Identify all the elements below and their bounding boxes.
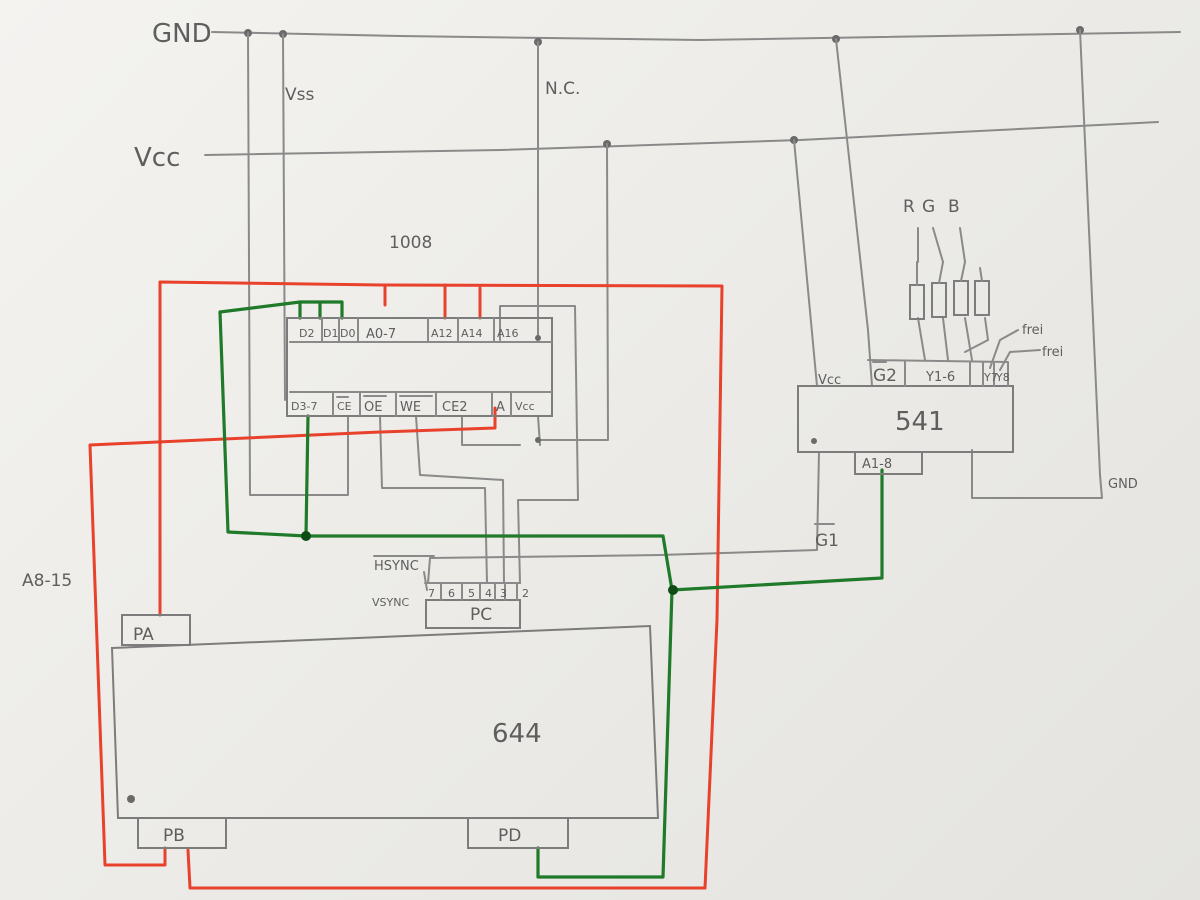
hsync-overbar <box>373 555 435 591</box>
pc-pin-2: 2 <box>522 587 529 600</box>
buffer-y7-label: Y7 <box>983 371 998 384</box>
resistor-g-label: G <box>922 197 935 217</box>
buffer-g2-label: G2 <box>873 366 897 386</box>
vcc-label: Vcc <box>134 143 180 173</box>
ram-chip-1008 <box>286 317 553 443</box>
gnd-right-label: GND <box>1108 477 1138 492</box>
ram-top-pin-labels: D2 D1 D0 A0-7 A12 A14 A16 <box>299 327 519 342</box>
pin-d3-7: D3-7 <box>291 400 317 413</box>
port-pd-label: PD <box>498 826 521 846</box>
green-data-bus <box>218 300 884 879</box>
pc-pin-numbers: 7 6 5 4 3 2 <box>428 587 529 600</box>
pin-oe: OE <box>364 400 382 415</box>
pin-vcc-ram: Vcc <box>515 400 535 413</box>
port-pa-label: PA <box>133 625 154 645</box>
mcu-chip-644 <box>110 582 660 849</box>
pc-pin-3: 3 <box>500 587 507 600</box>
hsync-label: HSYNC <box>374 559 419 574</box>
pin-we: WE <box>400 400 421 415</box>
gnd-rail <box>211 26 1181 46</box>
buffer-a1-8-label: A1-8 <box>862 457 892 472</box>
ram-bottom-pin-labels: D3-7 CE OE WE CE2 A Vcc <box>291 395 535 415</box>
pc-pin-4: 4 <box>485 587 492 600</box>
bus-label-a8-15: A8-15 <box>22 571 72 591</box>
pin-ce2: CE2 <box>442 400 468 415</box>
pin-a12: A12 <box>431 327 453 340</box>
buffer-vcc-label: Vcc <box>818 373 841 388</box>
mcu-name-label: 644 <box>492 719 542 749</box>
free-label-2: frei <box>1042 345 1063 360</box>
red-address-bus <box>88 280 724 890</box>
pin-ce: CE <box>337 400 352 413</box>
pin-d1: D1 <box>323 327 338 340</box>
pc-pin-6: 6 <box>448 587 455 600</box>
pin-d0: D0 <box>340 327 355 340</box>
pin-a14: A14 <box>461 327 483 340</box>
resistor-r-label: R <box>903 197 915 217</box>
buffer-y1-6-label: Y1-6 <box>925 370 955 385</box>
port-pb-label: PB <box>163 826 185 846</box>
vcc-rail <box>204 121 1159 156</box>
vss-label: Vss <box>285 85 314 105</box>
resistor-b-label: B <box>948 197 960 217</box>
port-pc-label: PC <box>470 605 492 625</box>
pin-a0-7: A0-7 <box>366 327 396 342</box>
pin-d2: D2 <box>299 327 314 340</box>
pin-a: A <box>496 400 505 415</box>
pin-a16: A16 <box>497 327 519 340</box>
pc-pin-5: 5 <box>468 587 475 600</box>
free-label-1: frei <box>1022 323 1043 338</box>
buffer-name-label: 541 <box>895 407 945 437</box>
nc-label: N.C. <box>545 79 580 99</box>
resistor-network <box>909 261 990 320</box>
pc-pin-7: 7 <box>428 587 435 600</box>
pencil-wires <box>247 29 1103 584</box>
vsync-label: VSYNC <box>372 596 409 609</box>
ram-name-label: 1008 <box>389 233 432 253</box>
gnd-label: GND <box>152 19 212 49</box>
buffer-g1-label: G1 <box>815 531 839 551</box>
buffer-chip-541 <box>797 359 1014 475</box>
buffer-y8-label: Y8 <box>995 371 1010 384</box>
